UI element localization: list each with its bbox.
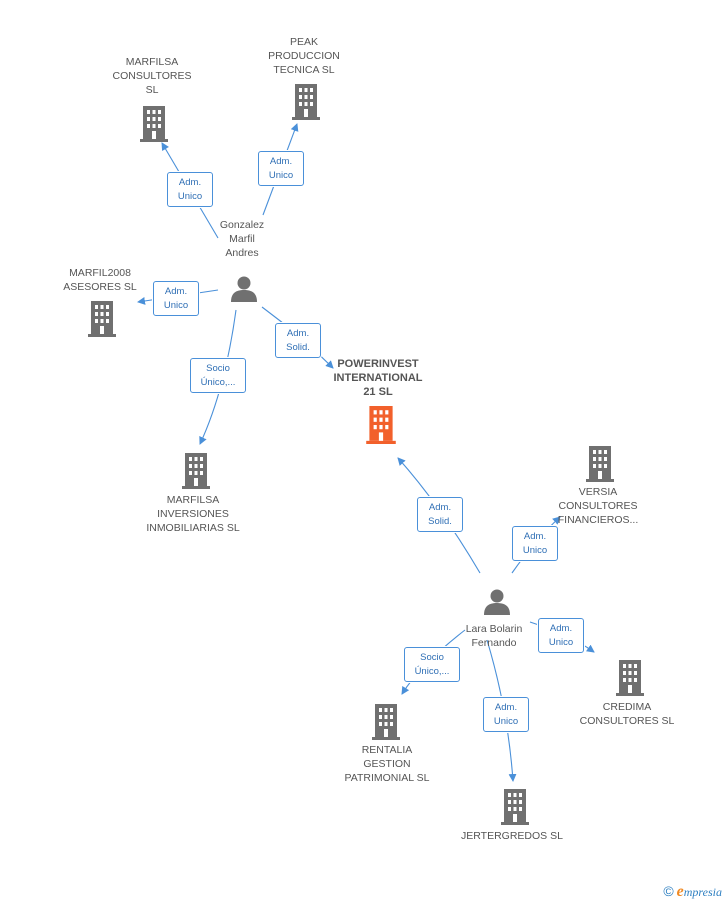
company-label-rentalia[interactable]: RENTALIA GESTION PATRIMONIAL SL	[344, 744, 430, 784]
company-label-marfilsa-consultores[interactable]: MARFILSA CONSULTORES SL	[112, 56, 192, 96]
relation-badge: Socio Único,...	[404, 647, 460, 682]
company-label-marfilsa-inversiones[interactable]: MARFILSA INVERSIONES INMOBILIARIAS SL	[146, 494, 240, 534]
relation-badge: Adm. Solid.	[275, 323, 321, 358]
person-icon	[231, 276, 257, 302]
building-icon	[501, 789, 529, 825]
relation-badge: Adm. Unico	[167, 172, 213, 207]
relation-badge: Adm. Solid.	[417, 497, 463, 532]
building-icon	[140, 106, 168, 142]
relation-badge: Adm. Unico	[538, 618, 584, 653]
company-label-powerinvest[interactable]: POWERINVEST INTERNATIONAL 21 SL	[333, 358, 423, 398]
company-label-jertergredos[interactable]: JERTERGREDOS SL	[461, 830, 563, 842]
person-label-lara[interactable]: Lara Bolarin Fernando	[465, 623, 523, 649]
empresia-logo[interactable]: © empresia	[663, 883, 722, 901]
building-icon	[88, 301, 116, 337]
building-icon	[616, 660, 644, 696]
relation-badge: Adm. Unico	[512, 526, 558, 561]
company-label-marfil2008[interactable]: MARFIL2008 ASESORES SL	[63, 267, 137, 293]
relation-badge: Socio Único,...	[190, 358, 246, 393]
building-icon	[292, 84, 320, 120]
brand-name: mpresia	[683, 885, 722, 899]
company-label-peak[interactable]: PEAK PRODUCCION TECNICA SL	[268, 36, 340, 76]
relation-badge: Adm. Unico	[483, 697, 529, 732]
person-icon	[484, 589, 510, 615]
relation-badge: Adm. Unico	[258, 151, 304, 186]
building-icon	[586, 446, 614, 482]
building-icon	[182, 453, 210, 489]
copyright-icon: ©	[663, 883, 674, 899]
company-label-versia[interactable]: VERSIA CONSULTORES FINANCIEROS...	[557, 486, 639, 526]
building-icon	[372, 704, 400, 740]
brand-initial: e	[676, 883, 684, 900]
person-label-gonzalez[interactable]: Gonzalez Marfil Andres	[219, 219, 265, 259]
relation-badge: Adm. Unico	[153, 281, 199, 316]
company-label-credima[interactable]: CREDIMA CONSULTORES SL	[579, 701, 675, 727]
focus-building-icon	[366, 406, 396, 444]
